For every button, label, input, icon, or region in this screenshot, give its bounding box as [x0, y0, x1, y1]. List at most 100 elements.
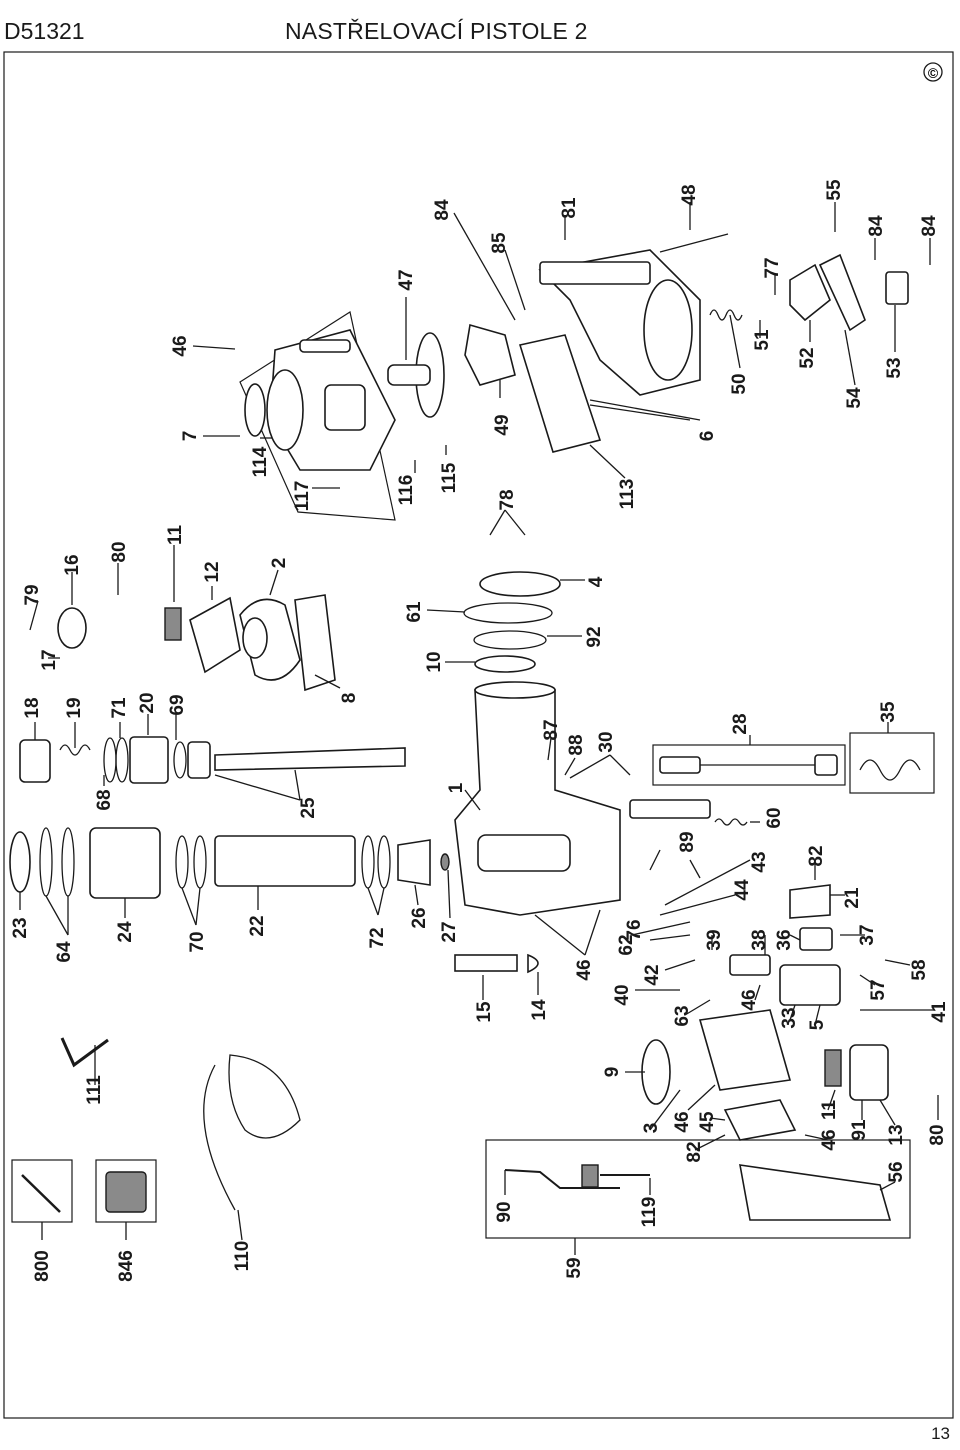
- callout-39: 39: [704, 929, 725, 950]
- callout-50: 50: [729, 373, 750, 394]
- callout-46-lower: 46: [672, 1111, 693, 1132]
- callout-8: 8: [339, 693, 360, 704]
- callout-80-lower: 80: [927, 1124, 948, 1145]
- safety-glasses-part: [203, 1054, 301, 1211]
- callout-62: 62: [616, 934, 637, 955]
- callout-63: 63: [672, 1005, 693, 1026]
- callout-69: 69: [167, 694, 188, 715]
- document-title: NASTŘELOVACÍ PISTOLE 2: [285, 18, 588, 44]
- callout-87: 87: [541, 719, 562, 740]
- callout-20: 20: [137, 692, 158, 713]
- callout-58: 58: [909, 959, 930, 980]
- cover-part: [723, 1099, 797, 1141]
- diagram-frame: [3, 51, 954, 1419]
- callout-54: 54: [844, 387, 865, 409]
- callout-5: 5: [807, 1019, 828, 1030]
- accessory-846-part: [105, 1171, 147, 1213]
- callout-7: 7: [180, 431, 201, 442]
- callout-119: 119: [639, 1197, 660, 1228]
- callout-2: 2: [269, 558, 290, 569]
- plate-part: [629, 799, 711, 819]
- callout-44: 44: [732, 879, 753, 901]
- callout-25: 25: [298, 797, 319, 819]
- callout-19: 19: [64, 697, 85, 718]
- page-number: 13: [931, 1424, 950, 1443]
- callout-51: 51: [752, 329, 773, 351]
- callout-81: 81: [559, 197, 580, 219]
- callout-71: 71: [109, 697, 130, 719]
- callout-92: 92: [584, 626, 605, 647]
- hook-part: [859, 759, 921, 781]
- main-housing-part: [454, 681, 621, 916]
- callout-11-lower: 11: [819, 1100, 840, 1121]
- callout-15: 15: [474, 1001, 495, 1023]
- callout-36: 36: [774, 929, 795, 950]
- callout-27: 27: [439, 921, 460, 942]
- callout-24: 24: [115, 921, 136, 943]
- lever-part: [818, 253, 866, 332]
- callout-49: 49: [492, 414, 513, 435]
- callout-111: 111: [84, 1075, 105, 1105]
- callout-9: 9: [602, 1067, 623, 1078]
- callout-113: 113: [617, 479, 638, 510]
- cover-plate-part: [789, 884, 831, 919]
- callout-16: 16: [62, 554, 83, 575]
- callout-80-top: 80: [109, 541, 130, 562]
- head-valve-part: [464, 323, 516, 386]
- callout-38: 38: [749, 929, 770, 950]
- callout-89: 89: [677, 831, 698, 852]
- callout-37: 37: [857, 924, 878, 945]
- spring-part: [709, 309, 743, 321]
- callout-82-mid: 82: [806, 845, 827, 866]
- callout-115: 115: [439, 462, 460, 493]
- callout-47: 47: [396, 269, 417, 290]
- callout-12: 12: [202, 561, 223, 582]
- callout-59: 59: [564, 1257, 585, 1278]
- small-spring-part: [714, 818, 748, 826]
- bracket-part: [189, 596, 241, 674]
- callout-14: 14: [529, 999, 550, 1021]
- callout-28: 28: [730, 713, 751, 734]
- callout-22: 22: [247, 915, 268, 936]
- accessory-800-box: [11, 1159, 73, 1223]
- callout-23: 23: [10, 917, 31, 938]
- callout-41: 41: [929, 1001, 950, 1023]
- feed-kit-part: [504, 1164, 892, 1221]
- trigger-housing-part: [698, 927, 841, 1091]
- pin-part: [659, 233, 729, 253]
- bumper-part: [474, 655, 536, 673]
- callout-3: 3: [641, 1123, 662, 1134]
- feed-kit-box: [485, 1139, 911, 1239]
- end-cap-part: [57, 607, 87, 649]
- callout-64: 64: [54, 941, 75, 963]
- callout-85: 85: [489, 232, 510, 254]
- callout-60: 60: [764, 807, 785, 828]
- callout-90: 90: [494, 1201, 515, 1222]
- callout-68: 68: [94, 789, 115, 810]
- callout-114: 114: [250, 446, 271, 477]
- callout-35: 35: [878, 701, 899, 723]
- callout-78: 78: [497, 489, 518, 510]
- callout-77: 77: [762, 257, 783, 278]
- callout-11-top: 11: [165, 525, 186, 546]
- callout-45: 45: [697, 1111, 718, 1133]
- magazine-cover-part: [538, 249, 701, 396]
- callout-labels: 46 7 114 117 47 116 115 84 85 81 48 49 6…: [10, 179, 950, 1282]
- callout-43: 43: [749, 851, 770, 872]
- callout-4: 4: [586, 576, 607, 587]
- callout-110: 110: [232, 1241, 253, 1272]
- warning-label-part: [518, 334, 602, 453]
- callout-84-mid: 84: [866, 215, 887, 237]
- spool-part: [824, 1049, 842, 1087]
- latch-part: [789, 263, 831, 322]
- cylinder-stack-part: [9, 827, 450, 899]
- coil-spring-part: [164, 607, 182, 641]
- callout-57: 57: [868, 979, 889, 1000]
- callout-79: 79: [22, 584, 43, 605]
- callout-26: 26: [409, 907, 430, 928]
- callout-800: 800: [32, 1250, 53, 1282]
- piston-part: [479, 571, 561, 597]
- copyright-mark: ©: [928, 65, 939, 81]
- accessory-800-part: [21, 1174, 61, 1213]
- callout-53: 53: [884, 357, 905, 378]
